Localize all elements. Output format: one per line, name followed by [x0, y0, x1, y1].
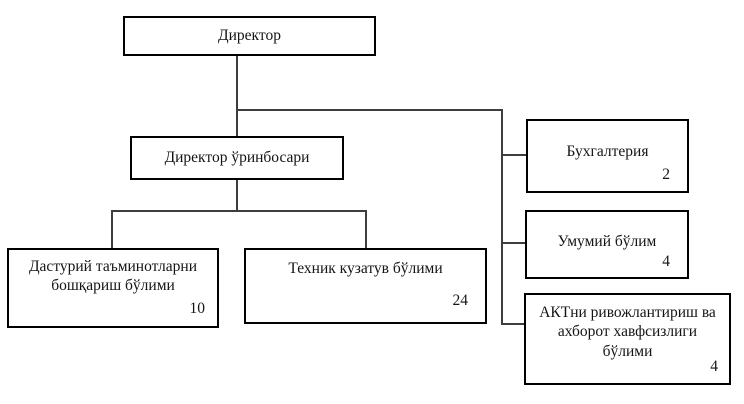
- org-node-general-dept: Умумий бўлим 4: [525, 210, 689, 279]
- node-label-ict-dept: АКТни ривожлантириш ва ахборот хавфсизли…: [539, 304, 716, 360]
- node-count-software-dept: 10: [189, 299, 206, 317]
- connector-right-branch: [236, 109, 503, 111]
- node-label-technical-dept: Техник кузатув бўлими: [288, 260, 443, 277]
- org-node-software-dept: Дастурий таъминотларни бошқариш бўлими 1…: [7, 248, 219, 328]
- node-count-ict-dept: 4: [710, 357, 718, 375]
- connector-drop-software: [111, 210, 113, 250]
- connector-right-trunk: [501, 109, 503, 325]
- connector-director-to-deputy: [236, 55, 238, 137]
- node-count-accounting: 2: [662, 166, 670, 183]
- connector-stub-accounting: [501, 154, 527, 156]
- connector-stub-general: [501, 242, 526, 244]
- connector-stub-ict: [501, 323, 525, 325]
- node-count-technical-dept: 24: [452, 292, 469, 309]
- node-label-deputy-director: Директор ўринбосари: [164, 149, 310, 167]
- node-label-general-dept: Умумий бўлим: [557, 233, 657, 250]
- node-label-accounting: Бухгалтерия: [566, 143, 649, 160]
- org-node-technical-dept: Техник кузатув бўлими 24: [244, 248, 487, 324]
- node-label-director: Директор: [218, 27, 281, 45]
- org-node-ict-dept: АКТни ривожлантириш ва ахборот хавфсизли…: [524, 293, 731, 385]
- org-node-director: Директор: [123, 16, 376, 56]
- connector-lower-branch: [111, 210, 367, 212]
- org-node-accounting: Бухгалтерия 2: [526, 119, 689, 193]
- connector-deputy-down: [236, 179, 238, 212]
- connector-drop-technical: [365, 210, 367, 250]
- node-count-general-dept: 4: [662, 253, 670, 270]
- node-label-software-dept: Дастурий таъминотларни бошқариш бўлими: [28, 258, 197, 295]
- org-node-deputy-director: Директор ўринбосари: [130, 136, 344, 180]
